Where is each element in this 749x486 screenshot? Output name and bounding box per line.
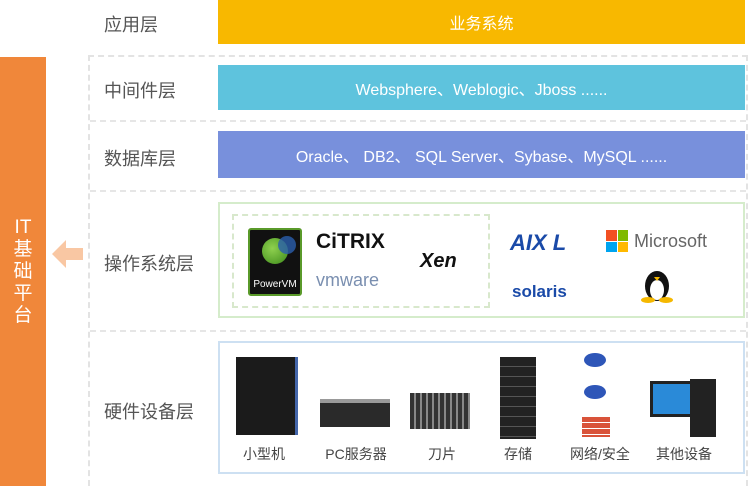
vmware-logo: vmware — [316, 270, 380, 290]
device-label: PC服务器 — [325, 446, 387, 462]
switch-icon — [584, 385, 606, 399]
device-label: 网络/安全 — [570, 446, 630, 462]
powervm-logo: PowerVM — [248, 228, 302, 296]
hardware-layer-label: 硬件设备层 — [104, 402, 194, 422]
platform-outline — [88, 55, 748, 486]
pc-server-icon — [320, 399, 390, 427]
blade-icon — [410, 393, 470, 429]
it-platform-bar: IT基础平台 — [0, 57, 46, 486]
xen-logo: Xen — [420, 250, 457, 272]
os-layer-label: 操作系统层 — [104, 254, 194, 274]
hardware-layer-box: 小型机 PC服务器 刀片 存储 网络/安全 其他设备 — [218, 341, 745, 474]
middleware-layer-bar: Websphere、Weblogic、Jboss ...... — [218, 65, 745, 110]
database-layer-bar: Oracle、 DB2、 SQL Server、Sybase、MySQL ...… — [218, 131, 745, 178]
divider — [90, 330, 746, 332]
os-layer-box: PowerVM CiTRIX vmware Xen AIX L Microsof… — [218, 202, 745, 318]
app-layer-label: 应用层 — [104, 15, 158, 35]
platform-label: IT基础平台 — [13, 216, 33, 326]
middleware-layer-label: 中间件层 — [104, 81, 176, 101]
citrix-logo: CiTRIX — [316, 230, 385, 253]
device-label: 刀片 — [428, 446, 456, 462]
arrow-left-icon — [52, 240, 83, 268]
database-layer-label: 数据库层 — [104, 149, 176, 169]
pc-tower-icon — [690, 379, 716, 437]
microsoft-logo: Microsoft — [634, 231, 708, 251]
aix-logo: AIX L — [510, 230, 567, 255]
storage-icon — [500, 357, 536, 439]
minicomputer-icon — [236, 357, 298, 435]
virtualization-group — [232, 214, 490, 308]
device-label: 存储 — [504, 446, 532, 462]
app-layer-bar: 业务系统 — [218, 0, 745, 44]
linux-tux-icon — [641, 271, 673, 303]
microsoft-icon — [606, 230, 628, 252]
router-icon — [584, 353, 606, 367]
firewall-icon — [582, 417, 610, 437]
divider — [90, 120, 746, 122]
device-label: 其他设备 — [656, 446, 712, 462]
divider — [90, 190, 746, 192]
device-label: 小型机 — [243, 446, 285, 462]
solaris-logo: solaris — [512, 282, 567, 301]
